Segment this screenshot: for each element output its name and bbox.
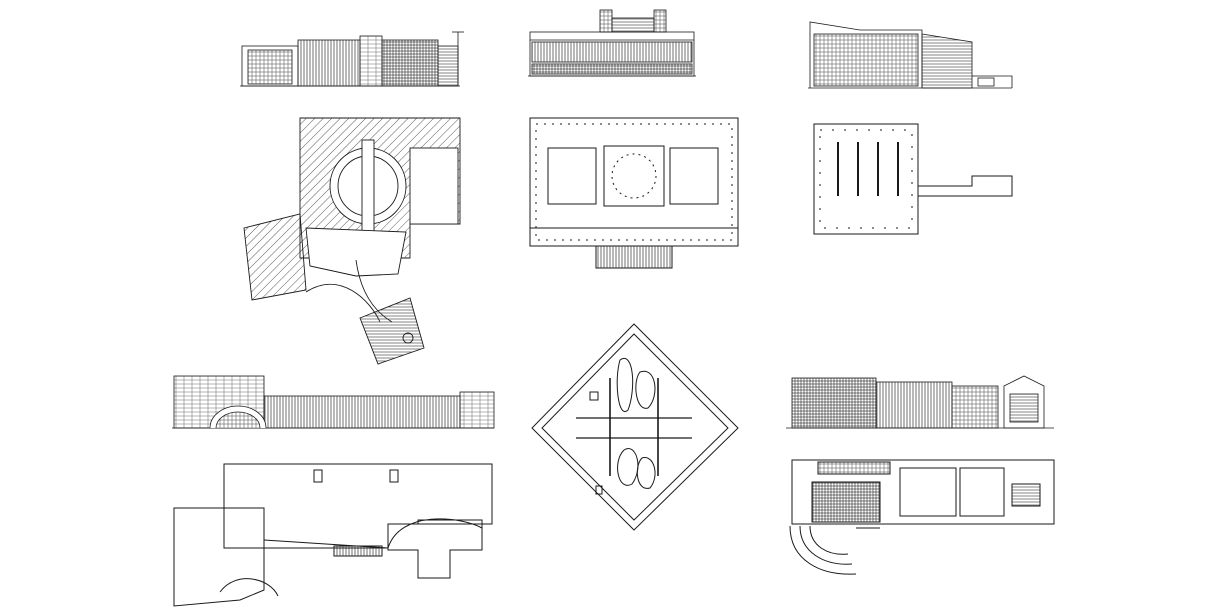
elevation-right-bottom	[786, 375, 1054, 429]
elevation-museum-classical	[528, 9, 696, 77]
plan-long-gallery	[173, 463, 493, 607]
plan-theatre-complex	[789, 459, 1055, 575]
elevation-left-top	[240, 31, 464, 87]
elevation-right-top	[808, 21, 1013, 89]
plan-column-grid	[813, 123, 1013, 235]
plan-diamond-garden	[531, 323, 739, 531]
plan-classical-museum	[529, 117, 739, 269]
plan-hatched-rotunda	[243, 117, 461, 365]
elevation-left-bottom	[172, 375, 495, 429]
